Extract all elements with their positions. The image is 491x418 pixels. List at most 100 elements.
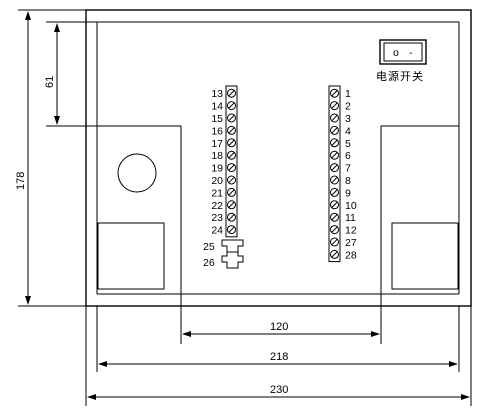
- left-terminal-screw-13: [227, 88, 236, 98]
- right-terminal-slot-2: [331, 102, 338, 109]
- right-terminal-label-27: 27: [345, 237, 357, 249]
- left-terminal-slot-16: [228, 127, 235, 134]
- right-terminal-label-9: 9: [345, 187, 351, 199]
- right-terminal-screw-28: [330, 249, 339, 259]
- left-terminal-screw-24: [227, 225, 236, 235]
- left-terminal-slot-15: [228, 114, 235, 122]
- switch-outer: [379, 39, 427, 65]
- right-terminal-label-8: 8: [345, 175, 351, 187]
- left-terminal-slot-13: [228, 90, 235, 97]
- left-terminal-label-21: 21: [211, 187, 223, 199]
- left-terminal-label-17: 17: [211, 138, 223, 150]
- left-terminal-screw-14: [227, 101, 236, 111]
- dimension-230-label: 230: [270, 384, 288, 396]
- dimension-120: 120: [180, 294, 382, 344]
- right-terminal-label-3: 3: [345, 113, 351, 125]
- right-terminal-screw-27: [330, 237, 339, 247]
- left-terminal-screw-18: [227, 150, 236, 160]
- right-terminal-label-7: 7: [345, 163, 351, 175]
- left-terminal-slot-21: [228, 189, 235, 196]
- dimension-61: 61: [44, 21, 97, 127]
- switch-off-symbol: o: [393, 47, 399, 59]
- right-terminal-screw-4: [330, 125, 339, 135]
- right-terminal-screw-7: [330, 163, 339, 173]
- left-terminal-label-13: 13: [211, 88, 223, 100]
- connector-26-shape: [221, 251, 244, 269]
- right-terminal-slot-5: [331, 139, 338, 146]
- right-terminal-slot-6: [331, 152, 338, 159]
- round-hole: [117, 153, 157, 193]
- left-terminal-label-24: 24: [211, 225, 223, 237]
- right-terminal-slot-8: [331, 176, 338, 184]
- right-terminal-label-12: 12: [345, 225, 357, 237]
- right-terminal-slot-12: [331, 226, 338, 233]
- dimension-218: 218: [96, 306, 460, 372]
- dimension-120-label: 120: [270, 321, 288, 333]
- left-terminal-slot-23: [228, 214, 235, 221]
- dimension-178: 178: [15, 9, 86, 307]
- left-terminal-label-14: 14: [211, 101, 223, 113]
- right-terminal-screw-5: [330, 138, 339, 148]
- left-terminal-label-20: 20: [211, 175, 223, 187]
- right-terminal-slot-10: [331, 201, 338, 208]
- right-terminal-screw-9: [330, 187, 339, 197]
- left-terminal-slot-22: [228, 201, 235, 208]
- connector-26-label: 26: [203, 257, 215, 269]
- left-terminal-slot-17: [228, 139, 235, 146]
- connector-25-shape: [221, 239, 244, 253]
- connector-25-label: 25: [203, 241, 215, 253]
- left-terminal-screw-20: [227, 175, 236, 185]
- left-terminal-screw-17: [227, 138, 236, 148]
- right-terminal-slot-28: [331, 251, 338, 258]
- right-terminal-slot-1: [331, 90, 338, 97]
- right-terminal-slot-3: [331, 114, 338, 122]
- right-terminal-screw-1: [330, 88, 339, 98]
- left-terminal-screw-21: [227, 187, 236, 197]
- right-terminal-screw-8: [330, 175, 339, 185]
- right-terminal-label-2: 2: [345, 101, 351, 113]
- right-terminal-screw-3: [330, 113, 339, 123]
- right-terminal-label-6: 6: [345, 150, 351, 162]
- right-terminal-screw-12: [330, 225, 339, 235]
- left-terminal-label-19: 19: [211, 163, 223, 175]
- dimension-61-label: 61: [44, 76, 56, 88]
- right-terminal-slot-27: [331, 238, 338, 246]
- left-terminal-screw-16: [227, 125, 236, 135]
- power-switch: o - 电源开关: [376, 39, 427, 83]
- right-terminal-body: [328, 85, 341, 263]
- left-terminal-body: [225, 85, 238, 238]
- right-terminal-slot-9: [331, 189, 338, 196]
- right-terminal-label-1: 1: [345, 88, 351, 100]
- left-terminal-label-16: 16: [211, 125, 223, 137]
- left-terminal-label-18: 18: [211, 150, 223, 162]
- right-terminal-slot-11: [331, 214, 338, 221]
- left-terminal-screw-22: [227, 200, 236, 210]
- right-terminal-label-10: 10: [345, 200, 357, 212]
- right-window: [391, 222, 459, 290]
- left-terminal-label-22: 22: [211, 200, 223, 212]
- switch-on-symbol: -: [409, 47, 413, 59]
- right-terminal-label-4: 4: [345, 125, 351, 137]
- left-terminal-label-15: 15: [211, 113, 223, 125]
- connector-26: 26: [203, 251, 244, 269]
- dimension-218-label: 218: [270, 351, 288, 363]
- outer-frame: [85, 9, 472, 307]
- left-terminal-slot-20: [228, 176, 235, 184]
- right-terminal-screw-11: [330, 212, 339, 222]
- right-terminal-label-11: 11: [345, 212, 356, 224]
- right-terminal-screw-6: [330, 150, 339, 160]
- left-terminal-slot-19: [228, 164, 235, 171]
- left-terminal-screw-15: [227, 113, 236, 123]
- left-terminal-screw-23: [227, 212, 236, 222]
- right-terminal-label-5: 5: [345, 138, 351, 150]
- right-terminal-screw-10: [330, 200, 339, 210]
- right-terminal-slot-7: [331, 164, 338, 171]
- right-terminal-screw-2: [330, 101, 339, 111]
- left-terminal-screw-19: [227, 163, 236, 173]
- left-terminal-label-23: 23: [211, 212, 223, 224]
- dimension-178-label: 178: [15, 172, 27, 190]
- switch-inner: [383, 42, 423, 62]
